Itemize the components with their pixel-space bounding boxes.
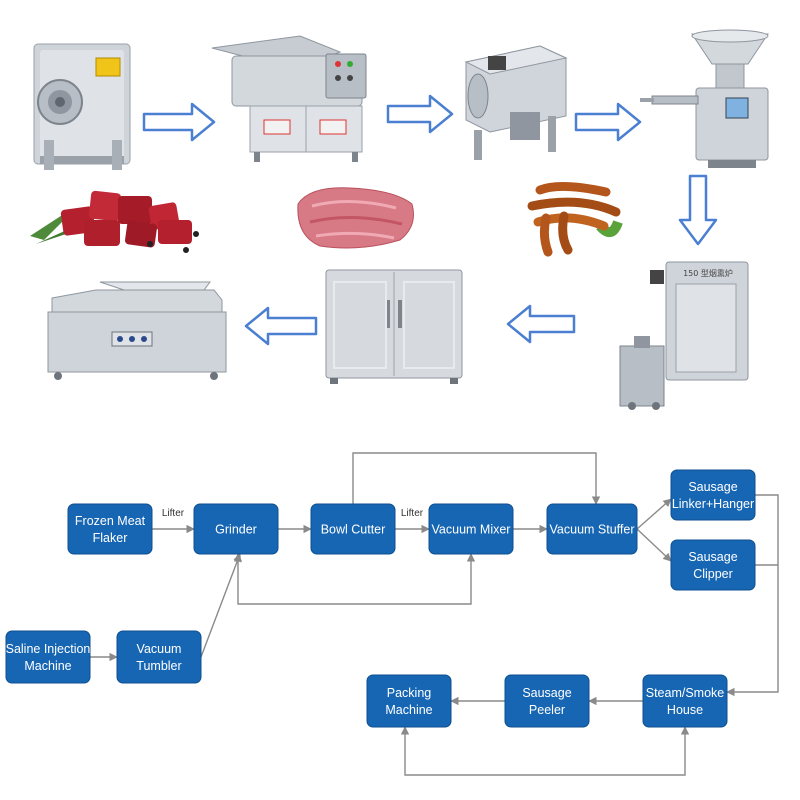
- edge-vacuum_stuffer-to-linker: [636, 498, 672, 530]
- smoke-house-machine: 150 型烟熏炉: [619, 261, 749, 410]
- frozen-meat-flaker-machine: [33, 43, 131, 170]
- node-label: Machine: [24, 659, 71, 673]
- node-bowl-cutter: Bowl Cutter: [310, 503, 396, 555]
- node-label: Linker+Hanger: [672, 497, 754, 511]
- node-label: Sausage: [688, 480, 737, 494]
- node-box: [193, 503, 279, 555]
- node-box: [642, 674, 728, 728]
- node-label: Bowl Cutter: [321, 523, 386, 537]
- node-label: Vacuum: [137, 642, 182, 656]
- sausages: [527, 181, 623, 257]
- node-label: Sausage: [522, 686, 571, 700]
- node-label: Machine: [385, 703, 432, 717]
- node-label: Saline Injection: [6, 642, 91, 656]
- node-label: Grinder: [215, 523, 257, 537]
- arrow-down-1: [678, 174, 718, 246]
- arrow-left-1: [506, 304, 576, 344]
- edge-grinder-to-vacuum_mixer: [233, 553, 476, 605]
- edge-label-bowl_cutter: Lifter: [401, 508, 424, 519]
- edge-linker-to-smoke: [726, 494, 779, 697]
- bowl-cutter-machine: [211, 35, 367, 162]
- node-box: [546, 503, 638, 555]
- edge-label-flaker: Lifter: [162, 508, 185, 519]
- node-box: [5, 630, 91, 684]
- outline-arrows: [142, 94, 718, 346]
- node-box: [366, 674, 452, 728]
- node-vacuum-mixer: Vacuum Mixer: [428, 503, 514, 555]
- vacuum-stuffer-machine: [640, 29, 769, 168]
- node-box: [116, 630, 202, 684]
- node-label: Steam/Smoke: [646, 686, 725, 700]
- machine-pictures: 150 型烟熏炉: [30, 29, 769, 410]
- node-grinder: Grinder: [193, 503, 279, 555]
- sausage-peeler-cabinet: [325, 269, 463, 384]
- arrow-right-2: [386, 94, 454, 134]
- node-label: Clipper: [693, 567, 733, 581]
- edge-tumbler-to-grinder: [200, 553, 242, 658]
- node-label: Frozen Meat: [75, 514, 146, 528]
- node-label: Vacuum Mixer: [432, 523, 511, 537]
- node-label: Sausage: [688, 550, 737, 564]
- arrow-left-2: [244, 306, 318, 346]
- node-box: [670, 469, 756, 521]
- minced-meat: [297, 187, 414, 249]
- edge-smoke-to-packing: [400, 726, 690, 776]
- node-label: Tumbler: [136, 659, 181, 673]
- vacuum-mixer-machine: [464, 45, 568, 160]
- node-vacuum-stuffer: Vacuum Stuffer: [546, 503, 638, 555]
- packing-machine-picture: [47, 281, 227, 380]
- node-box: [670, 539, 756, 591]
- flow-connectors: Lifter Lifter: [90, 452, 779, 776]
- node-box: [310, 503, 396, 555]
- node-box: [504, 674, 590, 728]
- edge-bowl_cutter-to-vacuum_stuffer: [352, 452, 601, 505]
- node-box: [428, 503, 514, 555]
- node-label: House: [667, 703, 703, 717]
- node-label: Vacuum Stuffer: [550, 523, 635, 537]
- raw-meat-cubes: [30, 190, 199, 253]
- smokehouse-plate: 150 型烟熏炉: [683, 268, 733, 278]
- node-box: [67, 503, 153, 555]
- node-label: Peeler: [529, 703, 565, 717]
- node-label: Packing: [387, 686, 432, 700]
- arrow-right-3: [574, 102, 642, 142]
- edge-vacuum_stuffer-to-clipper: [636, 528, 672, 562]
- arrow-right-1: [142, 102, 216, 142]
- node-label: Flaker: [93, 531, 128, 545]
